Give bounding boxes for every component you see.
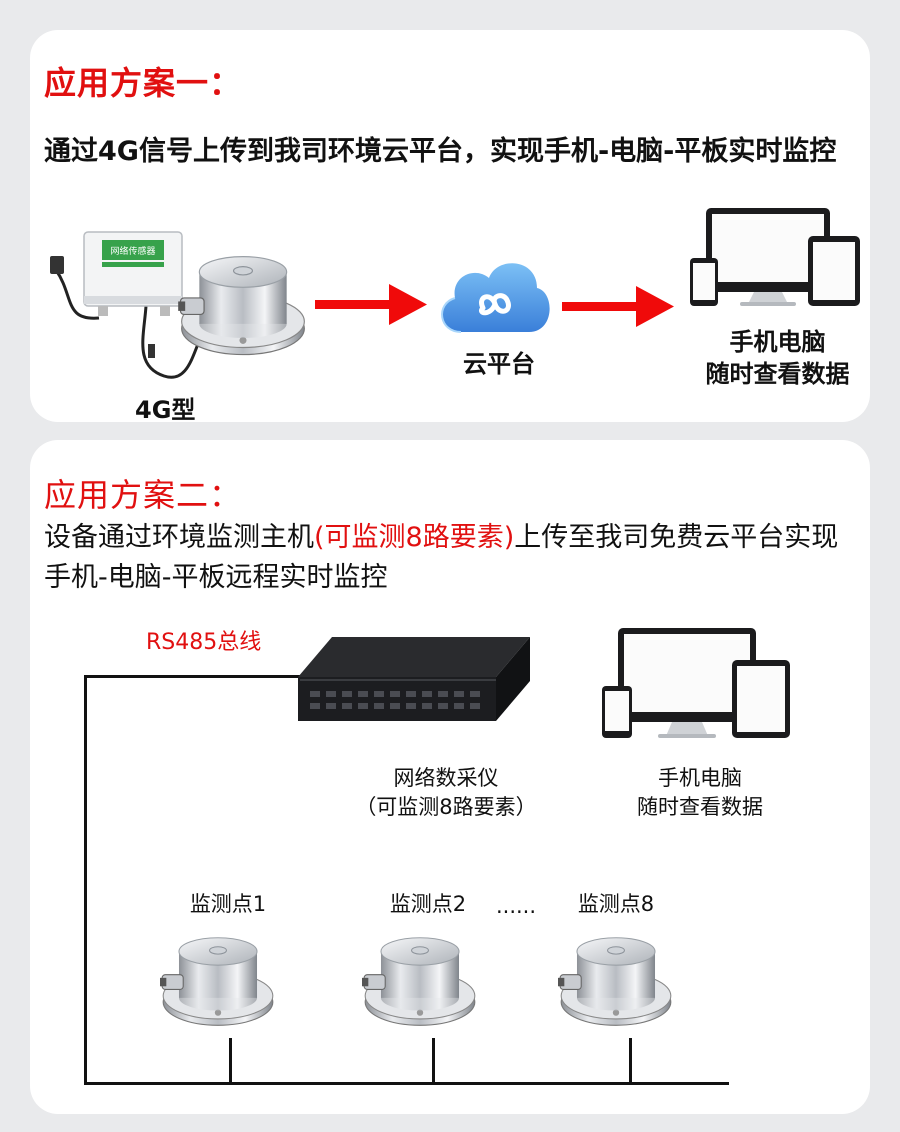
monitoring-point-label-2: 监测点2 [389,892,467,916]
pressure-sensor-icon [178,246,308,364]
scheme2-description: 设备通过环境监测主机(可监测8路要素)上传至我司免费云平台实现手机-电脑-平板远… [44,518,864,598]
monitoring-point-label-1: 监测点1 [189,892,267,916]
bus-drop-1 [229,1038,232,1084]
scheme2-desc-part2: 上传至我司免费云平台实现手机-电脑-平板远程实时监控 [44,522,839,593]
scheme2-desc-highlight: (可监测8路要素) [314,522,515,553]
devices-icon [602,628,790,738]
scheme2-title: 应用方案二： [44,476,243,514]
scheme1-panel: 应用方案一： 通过4G信号上传到我司环境云平台，实现手机-电脑-平板实时监控 网… [30,30,870,424]
scheme1-title: 应用方案一： [44,64,243,102]
scheme2-desc-part1: 设备通过环境监测主机 [44,522,314,553]
pressure-sensor-icon [558,928,674,1034]
arrow-right-icon [562,286,674,327]
collector-label-line1: 网络数采仪 [393,766,499,790]
cloud-label: 云平台 [463,350,535,378]
devices-icon [690,208,860,306]
bus-drop-8 [629,1038,632,1084]
bus-line-left [84,675,87,1085]
ellipsis-label: ...... [495,894,537,918]
bus-line-top [84,675,340,678]
client-label-line2: 随时查看数据 [637,795,763,819]
bus-label: RS485总线 [146,630,262,655]
device-label-4g: 4G型 [135,396,196,424]
client-label-block: 手机电脑 随时查看数据 [695,326,860,390]
bus-line-bottom [84,1082,729,1085]
cloud-icon [441,263,550,333]
sensor-box-label: 网络传感器 [110,245,155,257]
client-label-line1: 手机电脑 [729,328,826,356]
arrow-right-icon [315,284,427,325]
client-label-line2: 随时查看数据 [705,360,850,388]
scheme2-panel: 应用方案二： 设备通过环境监测主机(可监测8路要素)上传至我司免费云平台实现手机… [30,440,870,1114]
client-label: 手机电脑 随时查看数据 [610,764,790,822]
rack-server-icon [298,637,530,721]
collector-label-line2: （可监测8路要素） [355,795,537,819]
pressure-sensor-icon [160,928,276,1034]
collector-label: 网络数采仪 （可监测8路要素） [346,764,546,822]
sensor-box-icon: 网络传感器 [50,231,204,379]
monitoring-point-label-8: 监测点8 [577,892,655,916]
scheme1-description: 通过4G信号上传到我司环境云平台，实现手机-电脑-平板实时监控 [44,136,837,167]
client-label-line1: 手机电脑 [658,766,742,790]
pressure-sensor-icon [362,928,478,1034]
bus-drop-2 [432,1038,435,1084]
